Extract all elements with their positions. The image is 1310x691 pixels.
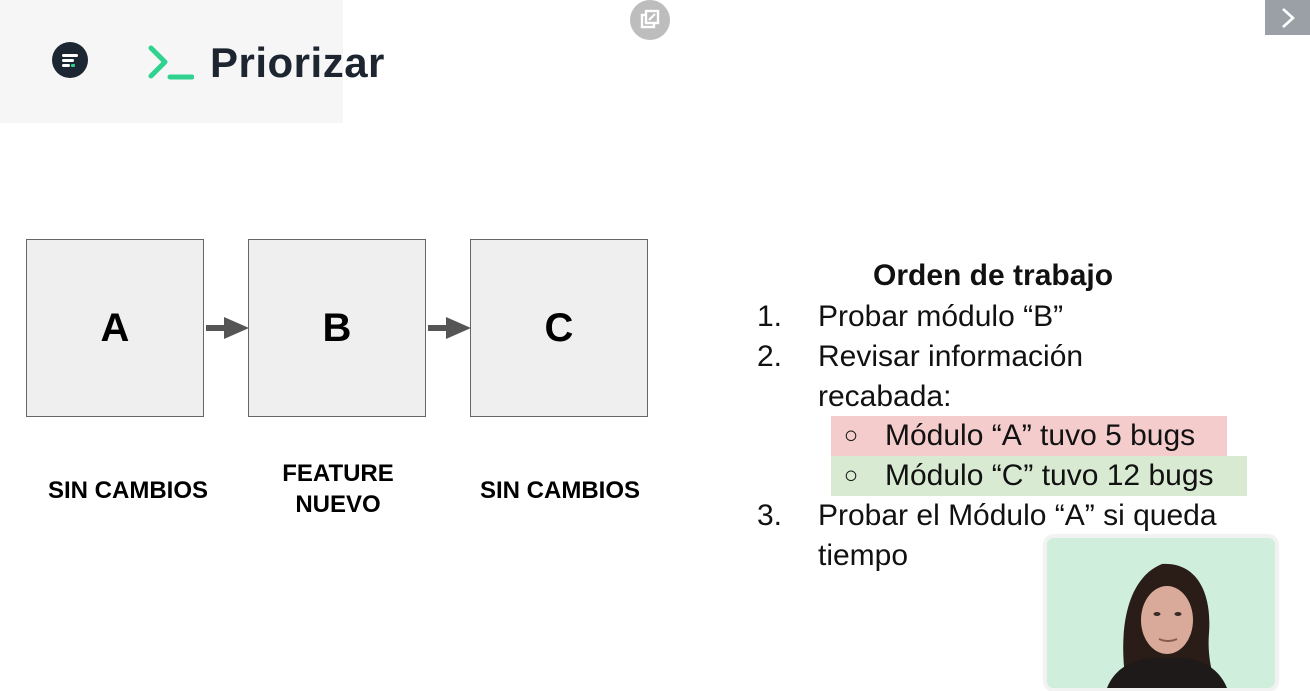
- subitem-c-bullet: ○: [843, 462, 859, 489]
- module-box-a: A: [26, 239, 204, 417]
- terminal-prompt-icon: [148, 45, 194, 80]
- page-title: Priorizar: [210, 39, 385, 86]
- presenter-webcam[interactable]: [1044, 535, 1278, 691]
- item-3-text-line2: tiempo: [818, 539, 909, 572]
- subitem-c-text: Módulo “C” tuvo 12 bugs: [885, 459, 1214, 492]
- popout-icon: [640, 9, 660, 29]
- box-b-label-line1: FEATURE: [282, 460, 394, 487]
- box-a-label: SIN CAMBIOS: [47, 477, 208, 504]
- app-logo-icon: [52, 42, 88, 78]
- chevron-right-icon: [1282, 8, 1295, 28]
- popout-button[interactable]: [630, 0, 670, 40]
- item-2-text-line2: recabada:: [818, 380, 952, 413]
- subitem-module-a: ○ Módulo “A” tuvo 5 bugs: [831, 416, 1227, 456]
- box-b-label-line2: NUEVO: [295, 491, 381, 518]
- item-1-number: 1.: [757, 300, 783, 333]
- item-2-number: 2.: [757, 340, 783, 373]
- item-3-text-line1: Probar el Módulo “A” si queda: [818, 499, 1217, 532]
- subitem-a-bullet: ○: [843, 422, 859, 449]
- arrow-a-to-b: [206, 317, 249, 339]
- module-box-b: B: [248, 239, 426, 417]
- presenter-avatar-icon: [1047, 538, 1275, 688]
- module-box-c: C: [470, 239, 648, 417]
- arrow-b-to-c: [428, 317, 471, 339]
- item-3-number: 3.: [757, 499, 783, 532]
- box-c-label: SIN CAMBIOS: [479, 477, 640, 504]
- item-1-text: Probar módulo “B”: [818, 300, 1064, 333]
- box-b-label: FEATURE NUEVO: [258, 458, 418, 520]
- subitem-a-text: Módulo “A” tuvo 5 bugs: [885, 419, 1196, 452]
- work-order-title: Orden de trabajo: [873, 259, 1114, 292]
- next-slide-button[interactable]: [1265, 0, 1310, 35]
- subitem-module-c: ○ Módulo “C” tuvo 12 bugs: [831, 456, 1247, 496]
- item-2-text-line1: Revisar información: [818, 340, 1084, 373]
